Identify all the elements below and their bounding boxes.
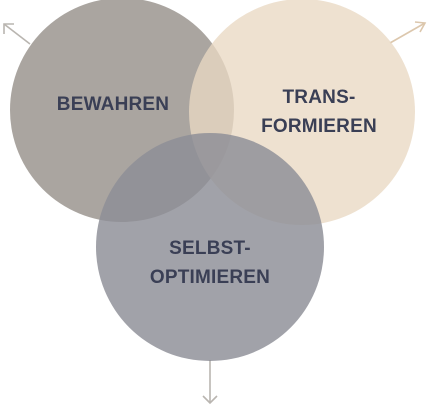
arrow-down [202,360,218,405]
label-transformieren: TRANS- FORMIEREN [236,83,402,141]
label-bewahren: BEWAHREN [30,90,196,119]
label-selbstoptimieren: SELBST- OPTIMIEREN [127,234,293,292]
label-transformieren-line-1: TRANS- [282,87,356,108]
label-selbstoptimieren-line-2: OPTIMIEREN [149,267,271,288]
label-bewahren-line-1: BEWAHREN [56,94,170,115]
arrow-up-left [3,23,31,45]
label-transformieren-line-2: FORMIEREN [261,116,377,137]
circle-selbstoptimieren [96,133,324,361]
arrow-up-right [389,21,427,44]
label-selbstoptimieren-line-1: SELBST- [169,238,251,259]
